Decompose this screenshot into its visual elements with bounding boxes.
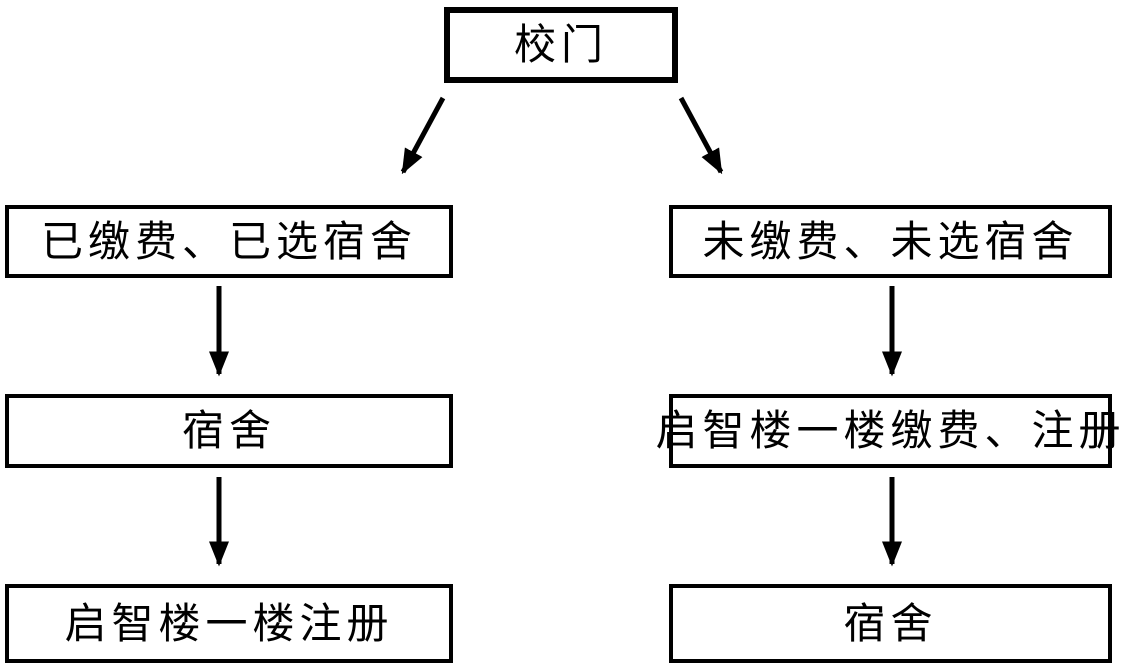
node-unpaid-unselected-dorm-label: 未缴费、未选宿舍 xyxy=(702,216,1079,266)
node-dormitory-left: 宿舍 xyxy=(5,394,453,468)
arrow-gate-to-unpaid-icon xyxy=(678,96,724,175)
node-qizhi-register: 启智楼一楼注册 xyxy=(5,584,453,663)
node-school-gate: 校门 xyxy=(444,7,678,83)
node-dormitory-right: 宿舍 xyxy=(669,584,1112,663)
node-qizhi-pay-register: 启智楼一楼缴费、注册 xyxy=(656,394,1121,468)
node-paid-selected-dorm-label: 已缴费、已选宿舍 xyxy=(40,216,417,266)
node-dormitory-left-label: 宿舍 xyxy=(181,406,276,455)
node-school-gate-label: 校门 xyxy=(513,20,608,69)
arrow-gate-to-paid-icon xyxy=(400,96,446,175)
node-qizhi-register-label: 启智楼一楼注册 xyxy=(64,598,394,648)
node-dormitory-right-label: 宿舍 xyxy=(843,598,938,648)
node-unpaid-unselected-dorm: 未缴费、未选宿舍 xyxy=(669,205,1112,278)
node-qizhi-pay-register-label: 启智楼一楼缴费、注册 xyxy=(655,406,1122,455)
node-paid-selected-dorm: 已缴费、已选宿舍 xyxy=(5,205,453,278)
